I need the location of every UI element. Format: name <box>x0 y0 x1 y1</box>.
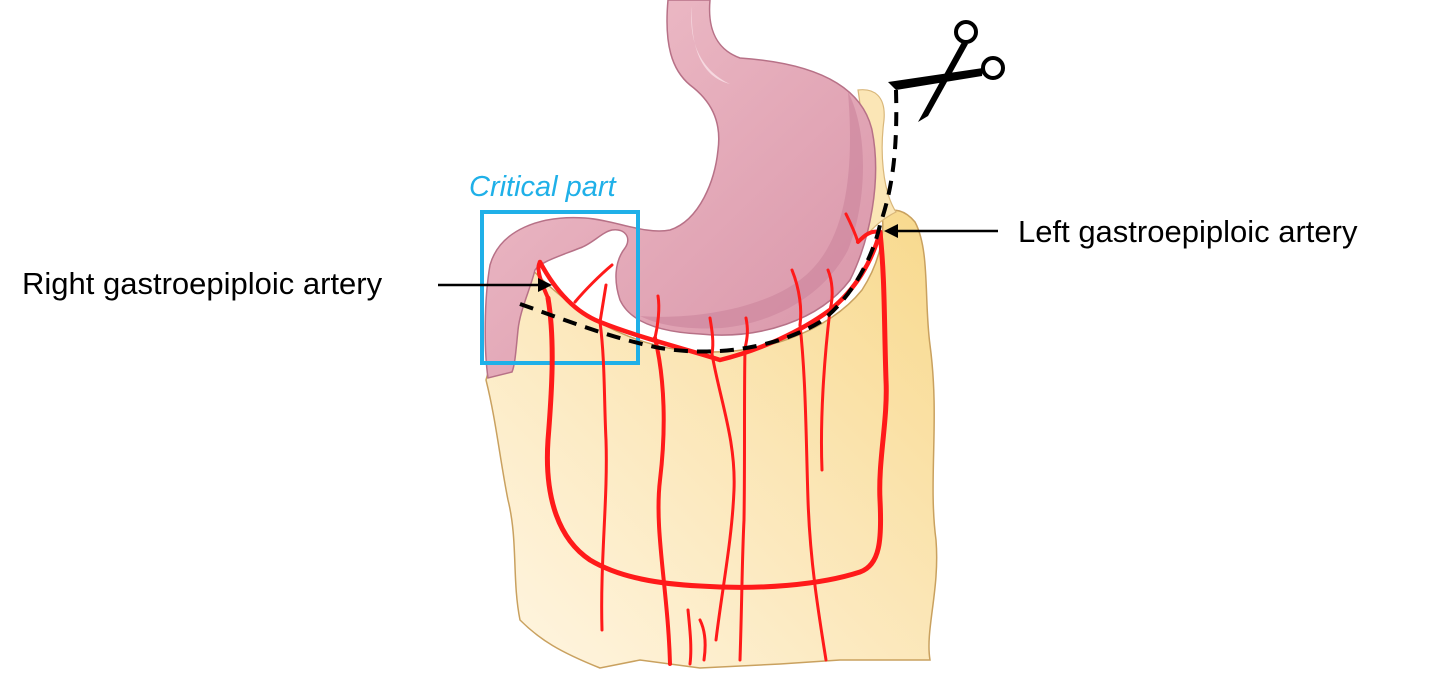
right-artery-arrowhead <box>538 278 552 292</box>
epiploic-outer-loop <box>544 229 889 590</box>
cut-line <box>519 89 899 354</box>
right-artery-label: Right gastroepiploic artery <box>22 266 383 301</box>
left-artery-label: Left gastroepiploic artery <box>1018 214 1358 249</box>
right-artery-origin <box>536 260 550 300</box>
stomach <box>484 0 877 379</box>
left-artery-arrowhead <box>884 224 898 238</box>
critical-part-label: Critical part <box>469 171 618 203</box>
critical-part-box <box>480 210 640 365</box>
greater-omentum <box>485 209 938 669</box>
artery-network <box>536 212 889 666</box>
scissors-icon <box>888 20 1005 122</box>
